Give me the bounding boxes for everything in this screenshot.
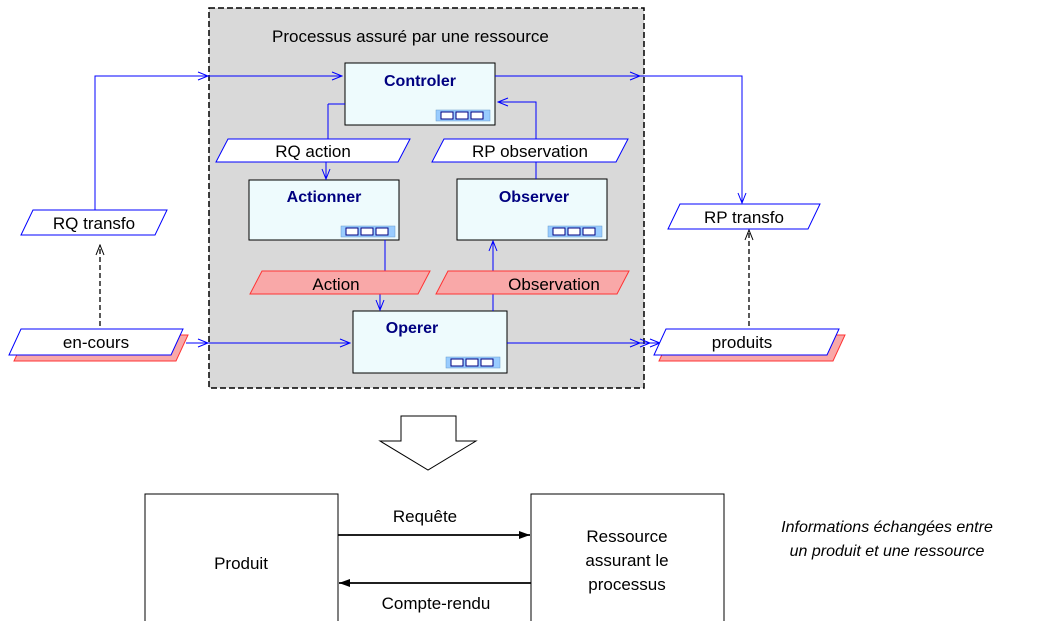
controler-to-rp-transfo-arrow — [495, 75, 742, 203]
rq-action-flow: RQ action — [215, 138, 411, 163]
ressource-label-line1: Ressource — [586, 527, 667, 546]
controler-badge-icon — [435, 109, 491, 122]
produits-flow: produits — [653, 328, 846, 362]
observation-flow: Observation — [435, 270, 630, 295]
en-cours-flow: en-cours — [8, 328, 189, 362]
caption-line2: un produit et une ressource — [790, 543, 985, 560]
action-flow: Action — [249, 270, 431, 295]
ressource-label-line2: assurant le — [585, 551, 668, 570]
rq-transfo-flow: RQ transfo — [20, 209, 168, 236]
observer-badge-icon — [547, 225, 603, 238]
actionner-badge-icon — [340, 225, 396, 238]
rq-transfo-label: RQ transfo — [53, 214, 135, 233]
compte-rendu-label: Compte-rendu — [382, 594, 491, 613]
down-arrow-icon — [378, 415, 478, 471]
operer-label: Operer — [386, 320, 438, 337]
controler-label: Controler — [384, 73, 456, 90]
ressource-label-line3: processus — [588, 575, 665, 594]
operer-badge-icon — [445, 356, 501, 369]
produit-box — [144, 493, 339, 621]
observation-label: Observation — [508, 275, 600, 294]
observer-label: Observer — [499, 189, 569, 206]
rq-transfo-to-controler-arrow — [94, 76, 342, 210]
rq-action-label: RQ action — [275, 142, 351, 161]
controler-to-rq-action-line — [327, 103, 345, 141]
actionner-block: Actionner — [248, 179, 400, 241]
rp-observation-flow: RP observation — [431, 138, 629, 163]
action-label: Action — [312, 275, 359, 294]
produits-label: produits — [712, 333, 772, 352]
en-cours-label: en-cours — [63, 333, 129, 352]
rp-transfo-label: RP transfo — [704, 208, 784, 227]
produit-label: Produit — [214, 554, 268, 573]
observer-block: Observer — [456, 178, 608, 241]
process-title: Processus assuré par une ressource — [272, 27, 549, 46]
rp-observation-to-controler-arrow — [498, 102, 537, 141]
caption-line1: Informations échangées entre — [781, 519, 993, 536]
rp-observation-label: RP observation — [472, 142, 588, 161]
ressource-box — [530, 493, 725, 621]
operer-block: Operer — [352, 310, 508, 374]
rp-transfo-flow: RP transfo — [667, 203, 821, 230]
controler-block: Controler — [344, 62, 496, 126]
actionner-label: Actionner — [287, 189, 362, 206]
requete-label: Requête — [393, 507, 457, 526]
